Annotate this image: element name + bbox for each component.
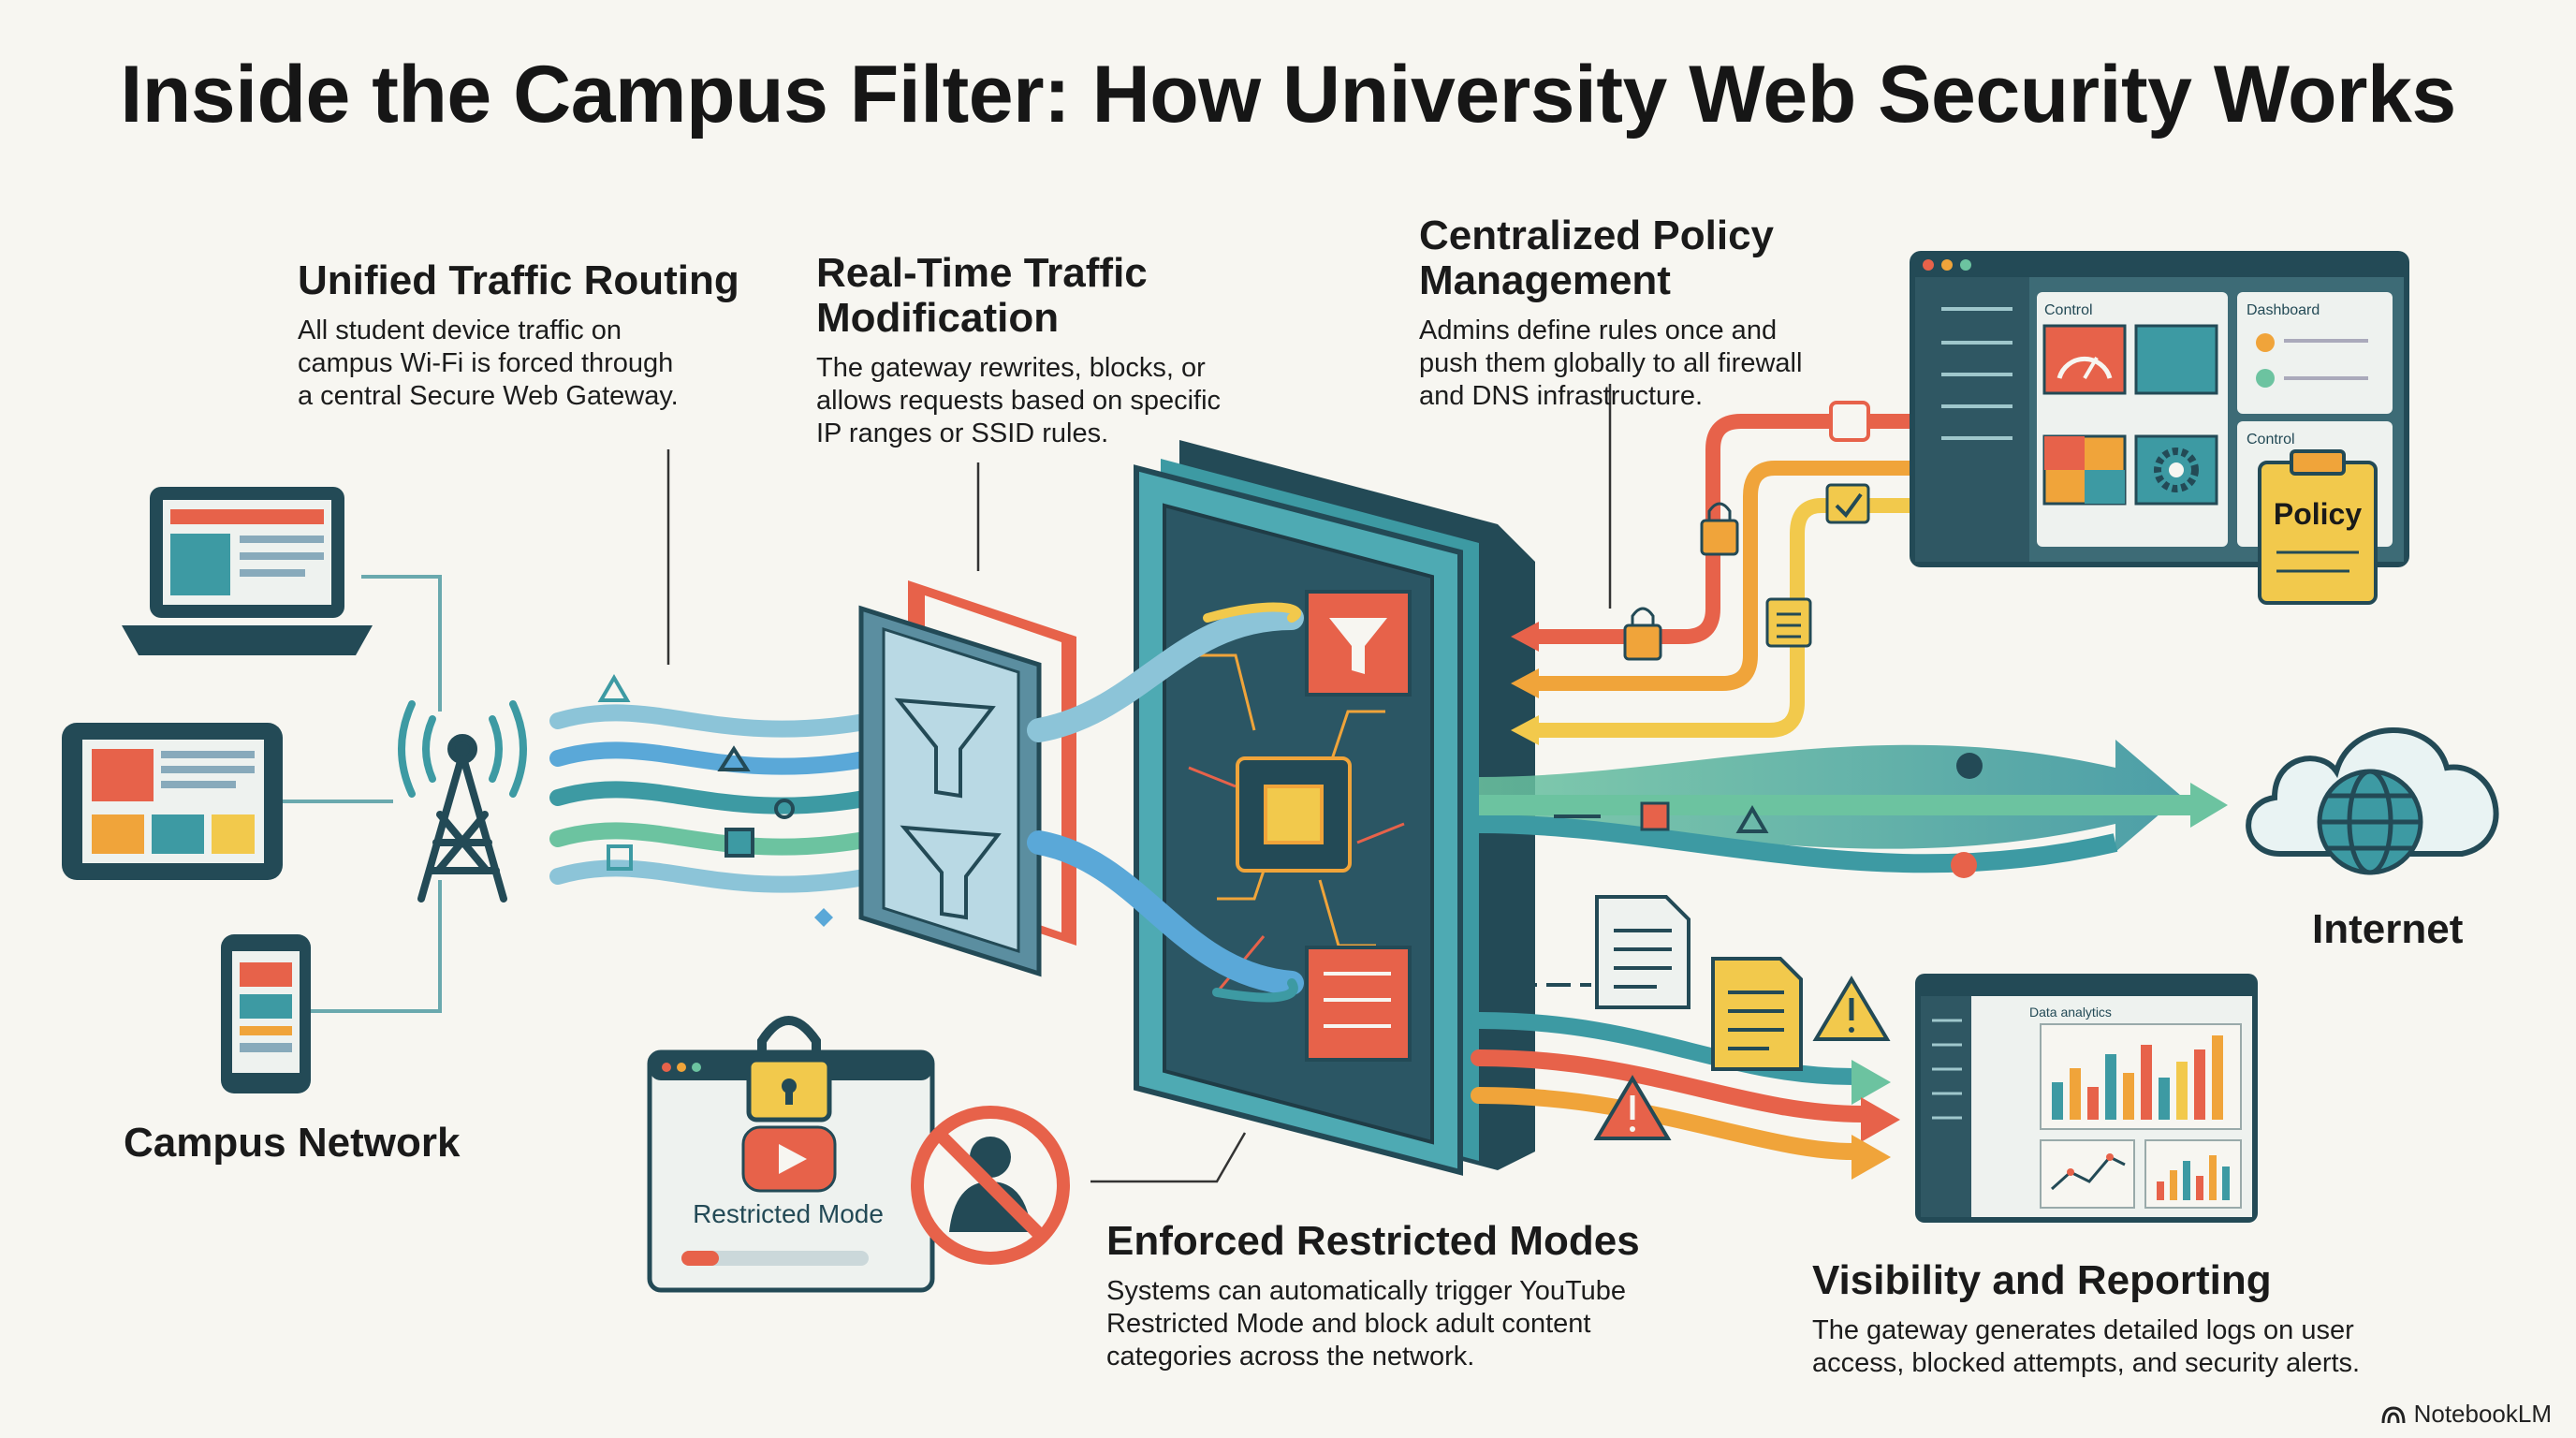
document-icon bbox=[1765, 597, 1812, 648]
reporting-flow-lines bbox=[1471, 1012, 1871, 1160]
device-connectors bbox=[283, 575, 442, 1013]
wifi-tower-icon bbox=[398, 700, 527, 902]
analytics-window: Data analytics bbox=[1915, 974, 2258, 1223]
packet-shapes bbox=[597, 674, 833, 927]
brand-label: NotebookLM bbox=[2413, 1400, 2552, 1428]
callout-routing: Unified Traffic Routing All student devi… bbox=[298, 258, 784, 413]
analytics-title: Data analytics bbox=[2029, 1005, 2112, 1020]
document-icon-3 bbox=[1711, 957, 1803, 1071]
document-icon-2 bbox=[1595, 895, 1690, 1009]
analytics-bar bbox=[2212, 1035, 2223, 1120]
page-title: Inside the Campus Filter: How University… bbox=[120, 50, 2456, 139]
analytics-bar bbox=[2052, 1082, 2063, 1120]
analytics-bar bbox=[2176, 1062, 2188, 1120]
analytics-bar bbox=[2105, 1054, 2116, 1120]
phone-icon bbox=[221, 934, 311, 1093]
callout-visibility-heading: Visibility and Reporting bbox=[1812, 1257, 2272, 1303]
policy-flow-lines bbox=[1528, 414, 1926, 738]
brand-mark: NotebookLM bbox=[2380, 1400, 2552, 1429]
campus-network-label: Campus Network bbox=[124, 1120, 461, 1166]
chip-icon bbox=[1236, 756, 1352, 873]
warning-icon bbox=[1593, 976, 1891, 1140]
lock-icon bbox=[1623, 401, 1870, 661]
callout-modification-heading: Real-Time Traffic Modification bbox=[816, 250, 1148, 341]
tablet-icon bbox=[62, 723, 283, 880]
notebooklm-logo-icon bbox=[2381, 1405, 2406, 1423]
internet-label: Internet bbox=[2312, 906, 2464, 952]
incoming-traffic-streams bbox=[549, 704, 879, 893]
callout-restricted-heading: Enforced Restricted Modes bbox=[1106, 1218, 1640, 1264]
callout-restricted: Enforced Restricted Modes Systems can au… bbox=[1106, 1219, 1743, 1373]
callout-policy-body: Admins define rules once and push them g… bbox=[1419, 315, 1803, 411]
outgoing-traffic-stream bbox=[1478, 740, 2228, 878]
analytics-bar bbox=[2141, 1045, 2152, 1120]
control-label-2: Control bbox=[2247, 432, 2295, 448]
analytics-bar bbox=[2087, 1087, 2099, 1120]
analytics-bar-group bbox=[2052, 1035, 2223, 1120]
policy-dashboard-window: Control Dashboard Control bbox=[1910, 251, 2409, 567]
callout-routing-heading: Unified Traffic Routing bbox=[298, 257, 739, 303]
callout-modification: Real-Time Traffic Modification The gatew… bbox=[816, 251, 1303, 450]
rewrite-block-icon bbox=[1305, 946, 1412, 1062]
analytics-bar bbox=[2070, 1068, 2081, 1120]
gauge-icon bbox=[2042, 324, 2127, 395]
analytics-bar bbox=[2159, 1078, 2170, 1120]
callout-visibility-body: The gateway generates detailed logs on u… bbox=[1812, 1315, 2361, 1378]
dashboard-label: Dashboard bbox=[2247, 302, 2320, 318]
callout-policy: Centralized Policy Management Admins def… bbox=[1419, 213, 1906, 413]
callout-routing-body: All student device traffic on campus Wi-… bbox=[298, 315, 679, 411]
funnel-icon bbox=[894, 697, 1002, 920]
policy-label: Policy bbox=[2274, 497, 2362, 531]
filter-frame bbox=[858, 580, 1076, 977]
play-icon bbox=[741, 1125, 837, 1193]
no-entry-icon bbox=[911, 1106, 1070, 1265]
laptop-icon bbox=[122, 487, 373, 655]
checkmark-icon bbox=[1825, 483, 1870, 524]
padlock-icon bbox=[746, 1016, 832, 1123]
control-label: Control bbox=[2044, 302, 2093, 318]
restricted-mode-label: Restricted Mode bbox=[693, 1199, 884, 1228]
gear-icon bbox=[2134, 434, 2218, 506]
reporting-arrowheads bbox=[1852, 1060, 1900, 1180]
funnel-block-icon bbox=[1305, 590, 1412, 697]
callout-modification-body: The gateway rewrites, blocks, or allows … bbox=[816, 353, 1222, 448]
callout-restricted-body: Systems can automatically trigger YouTub… bbox=[1106, 1276, 1627, 1372]
gateway-flow-arrows bbox=[1027, 602, 1304, 1003]
callout-policy-heading: Centralized Policy Management bbox=[1419, 213, 1775, 303]
globe-icon bbox=[2317, 769, 2423, 875]
callout-visibility: Visibility and Reporting The gateway gen… bbox=[1812, 1258, 2467, 1380]
policy-arrowheads bbox=[1511, 622, 1539, 745]
leader-lines bbox=[666, 384, 1612, 1183]
policy-clipboard: Policy bbox=[2258, 449, 2378, 605]
analytics-bar bbox=[2123, 1073, 2134, 1120]
analytics-bar bbox=[2194, 1049, 2205, 1120]
